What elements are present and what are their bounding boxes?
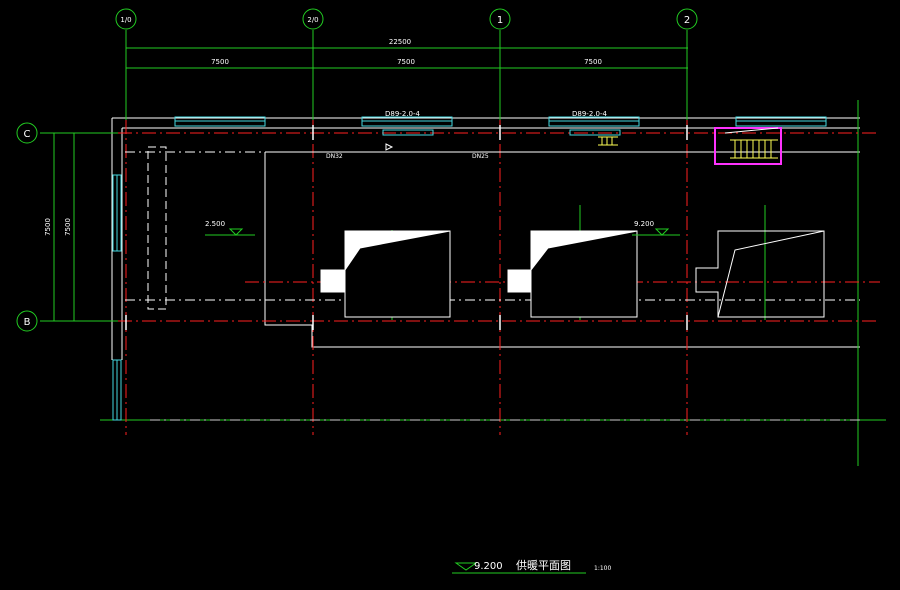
equipment-block-2 [507,230,638,318]
drawing-title-block: 9.200 供暖平面图 1:100 [452,558,611,574]
radiator-units [382,129,621,136]
title-scale: 1:100 [594,565,611,572]
equipment-block-3 [695,230,825,318]
axis-bubble-left-c: C [16,122,38,144]
dashed-equipment-outline [147,146,167,310]
green-frame-lines [40,47,886,466]
axis-bubble-top-1: 1/0 [115,8,137,30]
elevation-marker-2: 9.200 [632,220,680,236]
title-elevation: 9.200 [474,561,503,572]
dim-bay-2: 7500 [397,58,415,66]
column-markers [125,125,688,330]
radiator-label-2: D89-2.0-4 [572,110,607,118]
dim-overall: 22500 [389,38,411,46]
flow-arrow [385,143,394,151]
axis-bubble-top-4: 2 [676,8,698,30]
equipment-block-1 [320,230,451,318]
svg-text:2/0: 2/0 [307,16,318,24]
svg-text:2: 2 [684,15,690,26]
svg-text:1: 1 [497,15,503,26]
manifold-area [714,127,782,165]
title-text: 供暖平面图 [516,558,571,572]
horizontal-grid-lines [118,132,880,322]
pipe-label-dn25: DN25 [472,153,489,160]
small-ladder [598,136,618,146]
dim-bay-3: 7500 [584,58,602,66]
axis-bubble-top-3: 1 [489,8,511,30]
radiator-label-1: D89-2.0-4 [385,110,420,118]
top-windows [174,116,827,127]
dim-bay-1: 7500 [211,58,229,66]
dim-vertical-inner: 7500 [64,218,72,236]
svg-text:1/0: 1/0 [120,16,131,24]
elevation-marker-1: 2.500 [205,220,255,236]
axis-bubble-left-b: B [16,310,38,332]
svg-text:C: C [24,129,31,140]
boundary-lines [111,117,860,360]
pipe-label-dn32: DN32 [326,153,343,160]
axis-bubble-top-2: 2/0 [302,8,324,30]
vertical-grid-lines [125,30,688,435]
svg-text:B: B [24,317,31,328]
svg-text:2.500: 2.500 [205,220,225,228]
svg-text:9.200: 9.200 [634,220,654,228]
dim-vertical-outer: 7500 [44,218,52,236]
pipe-lines [125,151,860,421]
left-windows [112,174,122,421]
